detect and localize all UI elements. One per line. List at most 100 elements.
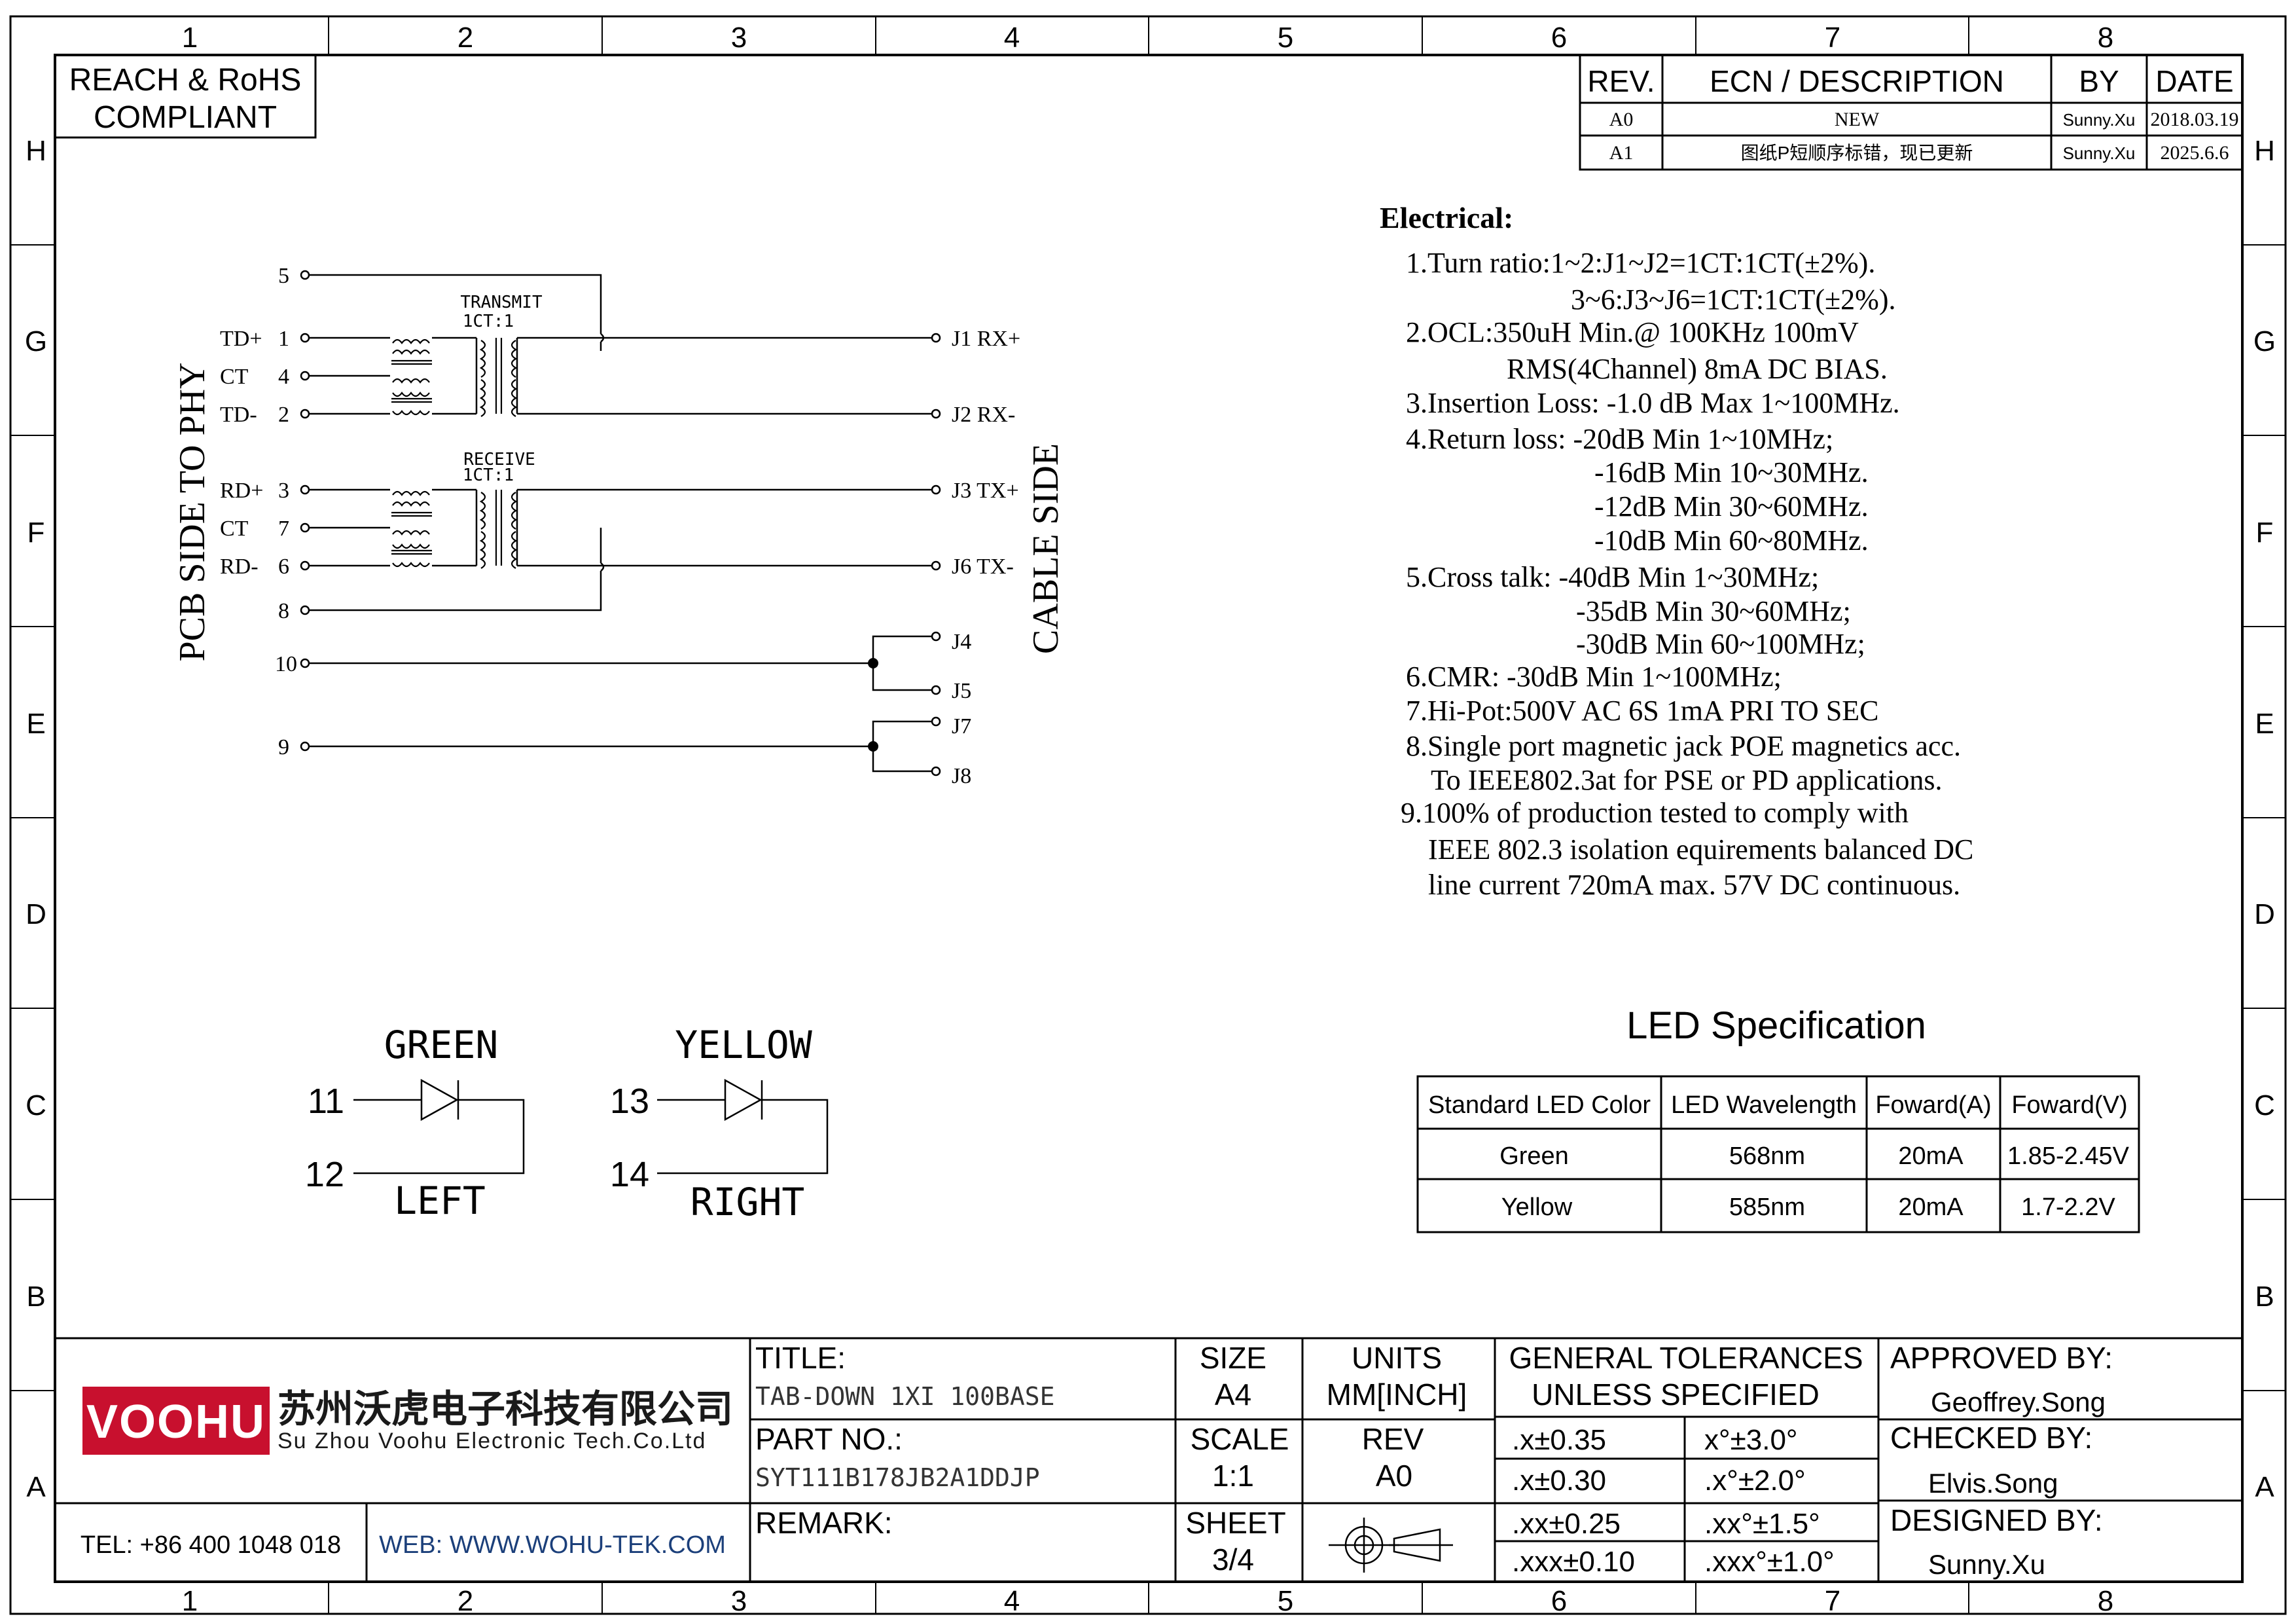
electrical-line: 3.Insertion Loss: -1.0 dB Max 1~100MHz. <box>1406 387 1900 419</box>
company-name-cn: 苏州沃虎电子科技有限公司 <box>278 1388 733 1431</box>
scale-value: 1:1 <box>1212 1459 1254 1493</box>
electrical-line: 7.Hi-Pot:500V AC 6S 1mA PRI TO SEC <box>1406 695 1879 727</box>
transmit-transformer <box>391 338 518 417</box>
pin-number: 4 <box>278 365 289 389</box>
electrical-line: 3~6:J3~J6=1CT:1CT(±2%). <box>1571 283 1895 316</box>
tolerance-linear: .x±0.35 <box>1512 1424 1606 1456</box>
jack-j2: J2 RX- <box>952 403 1015 427</box>
col-label-bottom: 2 <box>457 1585 473 1617</box>
electrical-notes: Electrical: 1.Turn ratio:1~2:J1~J2=1CT:1… <box>1380 201 1973 901</box>
tolerance-linear: .x±0.30 <box>1512 1465 1606 1497</box>
tolerance-title: GENERAL TOLERANCES <box>1509 1341 1863 1375</box>
jack-j7: J7 <box>952 714 971 739</box>
designed-value: Sunny.Xu <box>1928 1549 2045 1580</box>
signal-rd-minus: RD- <box>220 555 259 579</box>
col-label-top: 6 <box>1551 22 1567 54</box>
led-pin-12: 12 <box>305 1155 344 1194</box>
led-spec-cell: 568nm <box>1729 1142 1805 1170</box>
col-label-bottom: 5 <box>1278 1585 1293 1617</box>
led-spec-header: LED Wavelength <box>1671 1091 1857 1119</box>
pin-number: 10 <box>275 652 297 676</box>
led-spec-cell: 20mA <box>1898 1194 1964 1221</box>
designed-label: DESIGNED BY: <box>1890 1503 2103 1537</box>
rev-cell: A1 <box>1609 142 1634 164</box>
company-name-en: Su Zhou Voohu Electronic Tech.Co.Ltd <box>278 1429 706 1453</box>
compliance-line-1: REACH & RoHS <box>69 63 302 98</box>
title-value: TAB-DOWN 1XI 100BASE <box>755 1382 1055 1411</box>
pin-number: 6 <box>278 555 289 579</box>
pin-number: 9 <box>278 735 289 759</box>
jack-j4: J4 <box>952 630 971 654</box>
col-label-top: 3 <box>731 22 747 54</box>
tolerance-angular: x°±3.0° <box>1704 1424 1798 1456</box>
row-label-left: B <box>26 1281 45 1313</box>
date-cell: 2025.6.6 <box>2161 142 2229 164</box>
electrical-line: 1.Turn ratio:1~2:J1~J2=1CT:1CT(±2%). <box>1406 247 1875 279</box>
row-label-left: C <box>26 1089 46 1122</box>
electrical-line: To IEEE802.3at for PSE or PD application… <box>1431 764 1942 796</box>
row-label-left: A <box>26 1471 46 1503</box>
title-block: VOOHU 苏州沃虎电子科技有限公司 Su Zhou Voohu Electro… <box>55 1337 2242 1582</box>
transmit-ratio: 1CT:1 <box>463 312 514 331</box>
led-pin-14: 14 <box>610 1155 649 1194</box>
jack-j6: J6 TX- <box>952 555 1014 579</box>
led-spec-title: LED Specification <box>1626 1004 1926 1047</box>
row-label-right: H <box>2254 135 2275 167</box>
led-spec-header: Standard LED Color <box>1428 1091 1651 1119</box>
led-spec-cell: 1.7-2.2V <box>2021 1194 2115 1221</box>
checked-label: CHECKED BY: <box>1890 1421 2092 1455</box>
signal-ct: CT <box>220 365 249 389</box>
remark-label: REMARK: <box>755 1506 893 1540</box>
led-green-side-label: LEFT <box>394 1178 486 1223</box>
compliance-line-2: COMPLIANT <box>94 100 277 135</box>
receive-ratio: 1CT:1 <box>463 465 514 485</box>
electrical-line: 2.OCL:350uH Min.@ 100KHz 100mV <box>1406 316 1859 348</box>
sheet-label: SHEET <box>1185 1506 1285 1540</box>
jack-j5: J5 <box>952 679 971 703</box>
tolerance-angular: .x°±2.0° <box>1704 1465 1806 1497</box>
date-cell: 2018.03.19 <box>2151 109 2239 130</box>
signal-td-minus: TD- <box>220 403 257 427</box>
col-label-bottom: 8 <box>2098 1585 2113 1617</box>
col-label-top: 4 <box>1004 22 1020 54</box>
voohu-logo <box>82 1387 270 1455</box>
row-label-right: A <box>2255 1471 2274 1503</box>
col-label-bottom: 4 <box>1004 1585 1020 1617</box>
rev-value: A0 <box>1376 1459 1412 1493</box>
led-yellow-diagram: YELLOW 13 14 RIGHT <box>610 1023 829 1224</box>
compliance-box: REACH & RoHS COMPLIANT <box>54 54 317 139</box>
col-label-top: 8 <box>2098 22 2113 54</box>
led-spec-cell: 20mA <box>1898 1142 1964 1170</box>
electrical-line: 6.CMR: -30dB Min 1~100MHz; <box>1406 661 1782 693</box>
col-label-top: 7 <box>1825 22 1840 54</box>
junction-dot <box>868 741 878 752</box>
row-label-right: C <box>2254 1089 2275 1122</box>
electrical-line: RMS(4Channel) 8mA DC BIAS. <box>1507 353 1888 385</box>
company-web: WEB: WWW.WOHU-TEK.COM <box>379 1531 726 1559</box>
receive-transformer <box>391 490 518 569</box>
part-label: PART NO.: <box>755 1422 903 1456</box>
col-label-top: 1 <box>182 22 198 54</box>
cable-side-label: CABLE SIDE <box>1026 443 1066 654</box>
signal-td-plus: TD+ <box>220 327 262 351</box>
title-label: TITLE: <box>755 1341 846 1375</box>
pin-number: 7 <box>278 517 289 541</box>
electrical-line: 4.Return loss: -20dB Min 1~10MHz; <box>1406 423 1833 455</box>
electrical-line: -35dB Min 30~60MHz; <box>1576 595 1851 627</box>
led-spec-header: Foward(V) <box>2011 1091 2127 1119</box>
company-tel: TEL: +86 400 1048 018 <box>81 1531 341 1559</box>
third-angle-projection-icon <box>1329 1518 1453 1573</box>
part-value: SYT111B178JB2A1DDJP <box>755 1463 1040 1492</box>
pin-number: 5 <box>278 264 289 288</box>
transmit-label: TRANSMIT <box>460 293 543 312</box>
electrical-line: -12dB Min 30~60MHz. <box>1594 490 1869 522</box>
electrical-line: IEEE 802.3 isolation equirements balance… <box>1428 833 1973 866</box>
led-green-color-label: GREEN <box>384 1023 499 1067</box>
date-header: DATE <box>2155 64 2233 98</box>
row-label-left: D <box>26 898 46 930</box>
units-label: UNITS <box>1352 1341 1442 1375</box>
signal-rd-plus: RD+ <box>220 479 263 503</box>
receive-label: RECEIVE <box>463 450 535 469</box>
revision-table: REV. ECN / DESCRIPTION BY DATE A0 NEW Su… <box>1579 54 2244 171</box>
